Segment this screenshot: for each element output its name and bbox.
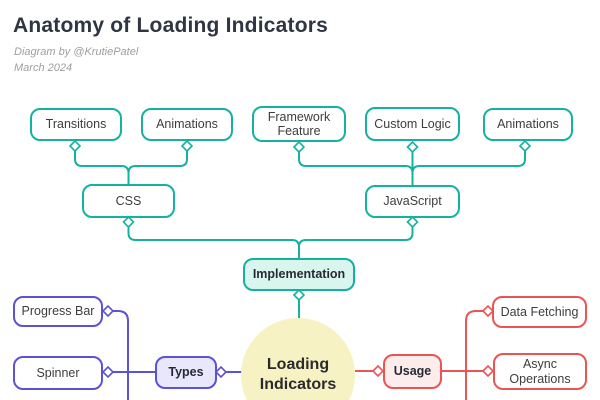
node-label: Custom Logic [374, 116, 451, 131]
node-implementation: Implementation [243, 258, 355, 291]
root-label-line2: Indicators [259, 376, 337, 393]
root-node-loading-indicators: Loading Indicators [241, 318, 355, 400]
diamond-connector-icon [122, 215, 135, 229]
diagram-byline: Diagram by @KrutiePatel [14, 46, 139, 58]
node-css: CSS [82, 184, 175, 218]
diamond-connector-icon [101, 365, 115, 379]
diagram-date: March 2024 [14, 62, 73, 74]
node-javascript: JavaScript [365, 185, 460, 218]
diamond-connector-icon [68, 139, 82, 153]
node-spinner: Spinner [13, 356, 103, 390]
node-label: Transitions [45, 117, 107, 132]
node-async-operations: Async Operations [493, 353, 587, 390]
node-label: Types [168, 365, 204, 380]
diamond-connector-icon [481, 364, 495, 378]
edge-transitions-css [74, 151, 130, 184]
diamond-connector-icon [518, 139, 532, 153]
diamond-connector-icon [406, 215, 419, 229]
node-label: JavaScript [383, 194, 442, 209]
diamond-connector-icon [214, 365, 228, 379]
node-label: CSS [115, 193, 142, 208]
node-label: Implementation [252, 267, 346, 282]
node-transitions: Transitions [30, 108, 122, 141]
node-label: Usage [393, 364, 432, 379]
node-usage: Usage [383, 354, 442, 389]
edge-progressbar-trunk [113, 310, 129, 400]
node-types: Types [155, 356, 217, 389]
diamond-connector-icon [101, 304, 115, 318]
diamond-connector-icon [292, 140, 306, 154]
edge-animations-javascript [411, 151, 526, 185]
node-custom-logic: Custom Logic [365, 107, 460, 141]
edge-css-implementation [127, 227, 300, 258]
node-label: Progress Bar [21, 304, 95, 319]
node-animations-css: Animations [141, 108, 233, 141]
edge-animations-css [127, 151, 188, 184]
node-label: Async Operations [509, 357, 571, 386]
node-data-fetching: Data Fetching [492, 296, 587, 328]
edge-javascript-implementation [298, 227, 414, 258]
node-label: Data Fetching [500, 304, 579, 319]
diamond-connector-icon [371, 364, 385, 378]
node-label: Spinner [36, 365, 80, 380]
edge-framework-javascript [298, 152, 414, 185]
diamond-connector-icon [180, 139, 194, 153]
root-label-line1: Loading [266, 356, 330, 374]
node-framework-feature: Framework Feature [252, 106, 346, 142]
node-animations-js: Animations [483, 108, 573, 141]
page-title: Anatomy of Loading Indicators [13, 14, 328, 37]
node-label: Animations [497, 117, 559, 132]
node-progress-bar: Progress Bar [13, 296, 103, 327]
edge-trunk-datafetching [465, 310, 483, 400]
node-label: Animations [156, 117, 218, 132]
diamond-connector-icon [292, 288, 306, 302]
diamond-connector-icon [406, 140, 419, 154]
node-label: Framework Feature [267, 109, 331, 139]
